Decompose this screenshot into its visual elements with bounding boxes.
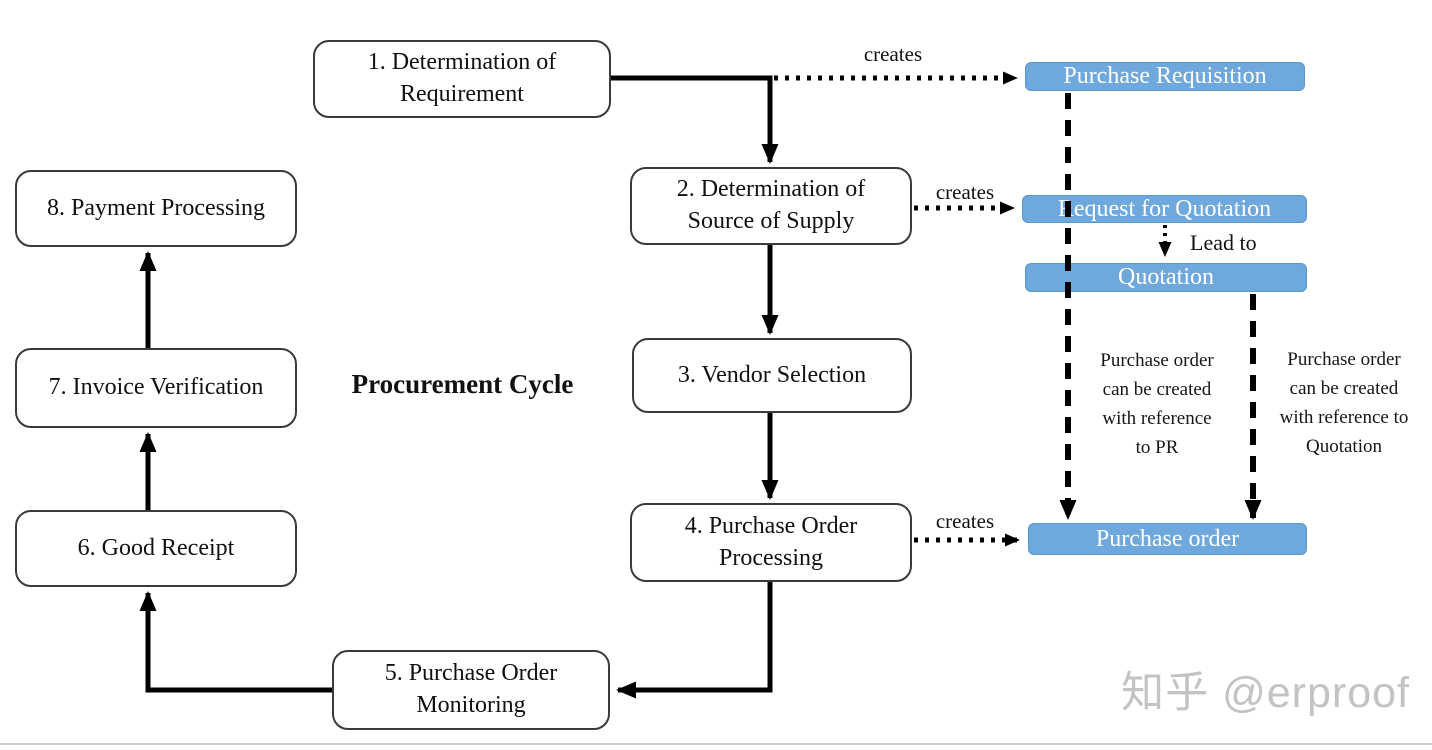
step-2-determination-of-source-of-supply: 2. Determination of Source of Supply [630, 167, 912, 245]
arrow-step4-to-step5 [616, 582, 773, 699]
document-purchase-requisition: Purchase Requisition [1025, 62, 1305, 91]
step-label: 2. Determination of Source of Supply [676, 176, 866, 234]
diagram-title: Procurement Cycle [351, 369, 574, 399]
step-label: 8. Payment Processing [47, 194, 265, 221]
step-8-payment-processing: 8. Payment Processing [15, 170, 297, 247]
document-request-for-quotation: Request for Quotation [1022, 195, 1307, 223]
step-5-purchase-order-monitoring: 5. Purchase Order Monitoring [332, 650, 610, 730]
step-label: 7. Invoice Verification [48, 374, 264, 401]
watermark-zhihu-erproof: 知乎 @erproof [1121, 669, 1410, 717]
step-label: 6. Good Receipt [77, 534, 235, 561]
annotation-po-created-with-reference-to-quotation: Purchase order can be created with refer… [1279, 349, 1409, 457]
bottom-divider [0, 743, 1432, 745]
document-purchase-order: Purchase order [1028, 523, 1307, 555]
annotation-po-created-with-reference-to-pr: Purchase order can be created with refer… [1100, 350, 1214, 458]
edge-label-creates-step2: creates [935, 180, 995, 204]
edge-label-creates-step1: creates [863, 42, 923, 66]
step-label: 4. Purchase Order Processing [684, 512, 858, 571]
step-label: 1. Determination of Requirement [367, 49, 557, 107]
step-7-invoice-verification: 7. Invoice Verification [15, 348, 297, 428]
step-4-purchase-order-processing: 4. Purchase Order Processing [630, 503, 912, 582]
arrow-step5-to-step6 [139, 591, 332, 693]
edge-label-lead-to: Lead to [1190, 230, 1257, 255]
step-3-vendor-selection: 3. Vendor Selection [632, 338, 912, 413]
step-1-determination-of-requirement: 1. Determination of Requirement [313, 40, 611, 118]
step-6-good-receipt: 6. Good Receipt [15, 510, 297, 587]
step-label: 5. Purchase Order Monitoring [384, 660, 558, 718]
edge-label-creates-step4: creates [935, 509, 995, 533]
step-label: 3. Vendor Selection [677, 361, 867, 388]
arrow-step1-to-step2 [611, 75, 779, 164]
document-quotation: Quotation [1025, 263, 1307, 292]
